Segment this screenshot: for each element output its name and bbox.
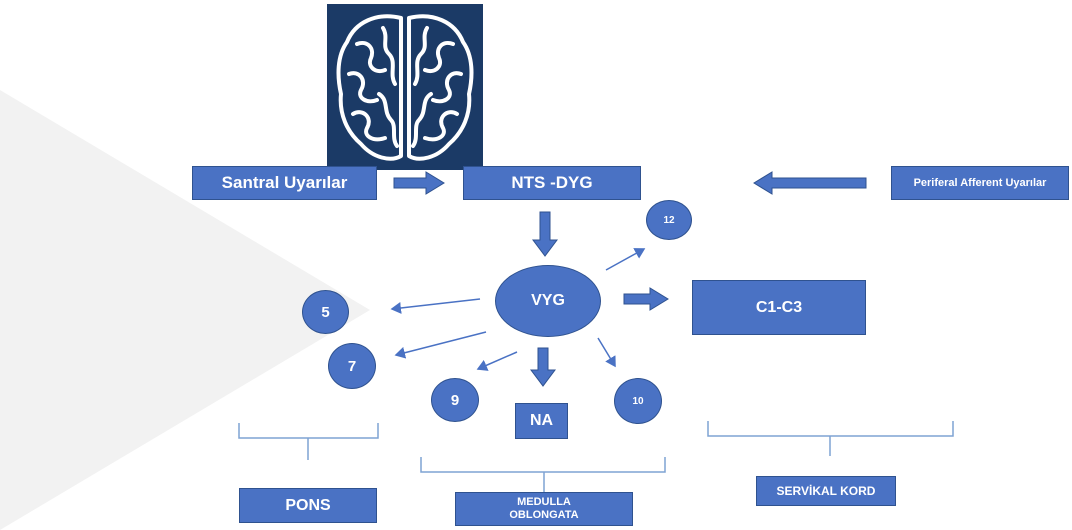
arrow-vyg-to-na	[530, 347, 556, 387]
nucleus-10: 10	[614, 378, 662, 424]
medulla-oblongata-box: MEDULLA OBLONGATA	[455, 492, 633, 526]
periferal-afferent-box: Periferal Afferent Uyarılar	[891, 166, 1069, 200]
bracket-pons	[238, 423, 379, 460]
na-box: NA	[515, 403, 568, 439]
pons-box: PONS	[239, 488, 377, 523]
servikal-kord-box: SERVİKAL KORD	[756, 476, 896, 506]
nucleus-10-label: 10	[632, 395, 644, 407]
arrow-vyg-to-9	[476, 351, 518, 371]
brain-icon	[327, 4, 483, 170]
nucleus-5-label: 5	[321, 303, 330, 321]
nucleus-12-label: 12	[663, 214, 675, 226]
nucleus-9: 9	[431, 378, 479, 422]
nucleus-12: 12	[646, 200, 692, 240]
na-label: NA	[529, 412, 554, 429]
c1c3-label: C1-C3	[755, 298, 803, 316]
bracket-servikal	[707, 421, 954, 456]
vyg-label: VYG	[531, 292, 565, 309]
arrow-vyg-to-5	[390, 298, 481, 314]
arrow-vyg-to-10	[597, 337, 616, 368]
arrow-nts-to-vyg	[532, 211, 558, 257]
vyg-node: VYG	[495, 265, 601, 337]
bracket-medulla	[420, 457, 666, 492]
arrow-periferal-to-nts	[753, 171, 867, 195]
santral-uyarilar-label: Santral Uyarılar	[221, 173, 348, 192]
nucleus-5: 5	[302, 290, 349, 334]
nucleus-9-label: 9	[450, 391, 460, 409]
arrow-vyg-to-12	[605, 248, 646, 271]
medulla-oblongata-label: MEDULLA OBLONGATA	[509, 496, 579, 521]
servikal-kord-label: SERVİKAL KORD	[776, 484, 876, 498]
c1c3-box: C1-C3	[692, 280, 866, 335]
arrow-vyg-to-7	[394, 331, 487, 359]
arrow-santral-to-nts	[393, 171, 445, 195]
nts-dyg-box: NTS -DYG	[463, 166, 641, 200]
santral-uyarilar-box: Santral Uyarılar	[192, 166, 377, 200]
pons-label: PONS	[285, 496, 331, 514]
nucleus-7-label: 7	[347, 357, 357, 375]
nucleus-7: 7	[328, 343, 376, 389]
nts-dyg-label: NTS -DYG	[511, 173, 593, 192]
periferal-afferent-label: Periferal Afferent Uyarılar	[913, 177, 1047, 189]
arrow-vyg-to-c1c3	[623, 287, 669, 311]
